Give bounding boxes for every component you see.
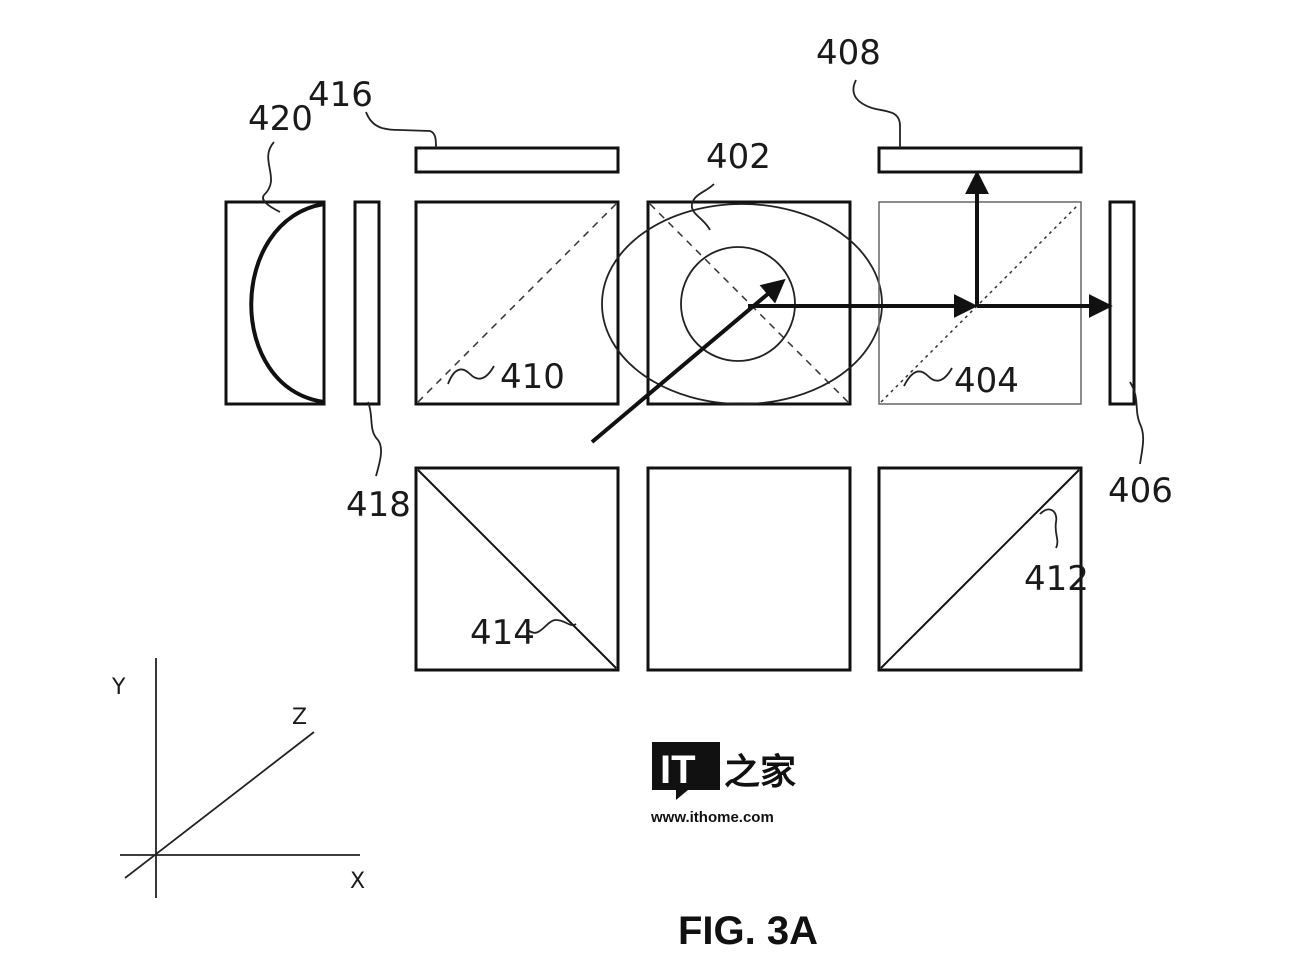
prism-414 xyxy=(414,466,620,672)
light-path xyxy=(590,170,1113,444)
incoming-ray xyxy=(590,278,786,444)
label-404: 404 xyxy=(954,361,1019,401)
axis-label-y: Y xyxy=(111,675,126,700)
leader-lines xyxy=(262,79,1145,634)
leader-404 xyxy=(903,367,953,387)
leader-408 xyxy=(852,79,901,148)
label-408: 408 xyxy=(816,33,881,73)
plate-416 xyxy=(414,146,620,174)
bottom-center-cube xyxy=(646,466,852,672)
watermark-logo: IT 之家 www.ithome.com xyxy=(650,742,796,826)
watermark-url: www.ithome.com xyxy=(650,809,774,826)
leader-406 xyxy=(1129,381,1145,465)
label-412: 412 xyxy=(1024,559,1089,599)
leader-412 xyxy=(1039,508,1059,549)
beam-splitter-404 xyxy=(878,201,1082,405)
label-402: 402 xyxy=(706,137,771,177)
center-cube-402 xyxy=(601,200,883,406)
plate-408 xyxy=(877,146,1083,174)
label-418: 418 xyxy=(346,485,411,525)
z-axis xyxy=(124,731,315,879)
figure-caption: FIG. 3A xyxy=(678,909,818,953)
leader-420 xyxy=(262,141,281,213)
label-420: 420 xyxy=(248,99,313,139)
beam-splitter-410 xyxy=(414,200,620,406)
watermark-chinese-text: 之家 xyxy=(724,752,796,793)
coordinate-axes xyxy=(120,658,360,898)
label-410: 410 xyxy=(500,357,565,397)
leader-418 xyxy=(367,401,382,477)
watermark-it-box xyxy=(652,742,720,790)
watermark-it-text: IT xyxy=(660,748,696,792)
leader-414 xyxy=(527,619,577,634)
lens-element-420 xyxy=(224,200,326,406)
plate-418 xyxy=(353,200,381,406)
leader-402 xyxy=(691,183,715,231)
prism-412 xyxy=(877,466,1083,672)
watermark-speech-tail xyxy=(676,790,688,800)
label-406: 406 xyxy=(1108,471,1173,511)
leader-416 xyxy=(365,111,437,149)
label-414: 414 xyxy=(470,613,535,653)
label-416: 416 xyxy=(308,75,373,115)
plate-406 xyxy=(1108,200,1136,406)
axis-label-x: X xyxy=(350,869,365,894)
leader-410 xyxy=(447,365,495,385)
axis-label-z: Z xyxy=(292,705,307,730)
